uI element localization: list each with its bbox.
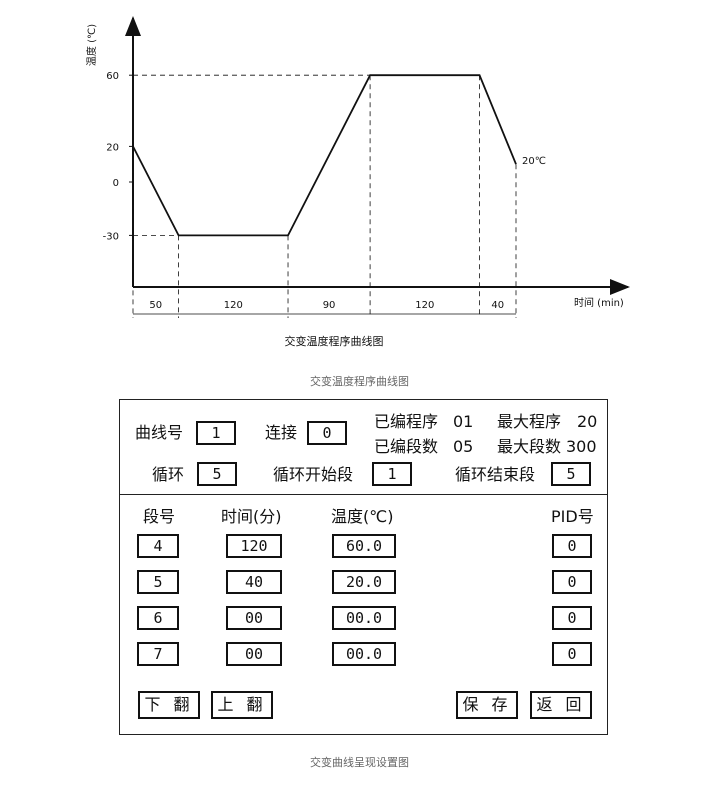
col-header-pid: PID号 xyxy=(551,507,594,526)
cycle-start-field[interactable]: 1 xyxy=(372,462,412,486)
segment-duration-label: 90 xyxy=(323,300,336,311)
back-button[interactable]: 返 回 xyxy=(530,691,592,719)
section-divider xyxy=(120,494,607,495)
row-pid-field[interactable]: 0 xyxy=(552,606,592,630)
segment-duration-label: 40 xyxy=(491,300,504,311)
curve-number-label: 曲线号 xyxy=(135,423,184,442)
segment-duration-label: 120 xyxy=(415,300,434,311)
max-segments-value: 300 xyxy=(566,437,597,456)
y-tick-label: 0 xyxy=(113,178,119,189)
max-segments-label: 最大段数 xyxy=(497,437,562,456)
y-tick-label: 20 xyxy=(106,142,119,153)
panel-caption: 交变曲线呈现设置图 xyxy=(310,756,409,769)
link-field[interactable]: 0 xyxy=(307,421,347,445)
row-time-field[interactable]: 00 xyxy=(226,606,282,630)
y-tick-label: -30 xyxy=(103,231,119,242)
segment-duration-label: 50 xyxy=(149,300,162,311)
programmed-segments-value: 05 xyxy=(453,437,474,456)
link-label: 连接 xyxy=(265,423,298,442)
save-button[interactable]: 保 存 xyxy=(456,691,518,719)
row-segment-field[interactable]: 7 xyxy=(137,642,179,666)
col-header-segment: 段号 xyxy=(143,507,176,526)
segment-duration-label: 120 xyxy=(224,300,243,311)
chart-title: 交变温度程序曲线图 xyxy=(285,334,384,348)
row-pid-field[interactable]: 0 xyxy=(552,642,592,666)
row-temperature-field[interactable]: 00.0 xyxy=(332,642,396,666)
curve-number-field[interactable]: 1 xyxy=(196,421,236,445)
cycle-end-label: 循环结束段 xyxy=(455,465,536,484)
row-temperature-field[interactable]: 20.0 xyxy=(332,570,396,594)
row-time-field[interactable]: 00 xyxy=(226,642,282,666)
row-temperature-field[interactable]: 00.0 xyxy=(332,606,396,630)
programmed-segments-label: 已编段数 xyxy=(374,437,439,456)
cycle-end-field[interactable]: 5 xyxy=(551,462,591,486)
row-pid-field[interactable]: 0 xyxy=(552,534,592,558)
col-header-time: 时间(分) xyxy=(221,507,282,526)
max-program-label: 最大程序 xyxy=(497,412,562,431)
page-up-button[interactable]: 上 翻 xyxy=(211,691,273,719)
row-time-field[interactable]: 120 xyxy=(226,534,282,558)
max-program-value: 20 xyxy=(577,412,598,431)
cycle-start-label: 循环开始段 xyxy=(273,465,354,484)
page-down-button[interactable]: 下 翻 xyxy=(138,691,200,719)
curve-settings-panel: 曲线号 1 连接 0 已编程序 01 最大程序 20 已编段数 05 最大段数 … xyxy=(119,399,608,735)
end-temperature-annotation: 20℃ xyxy=(522,156,546,167)
row-segment-field[interactable]: 4 xyxy=(137,534,179,558)
row-segment-field[interactable]: 5 xyxy=(137,570,179,594)
programmed-count-label: 已编程序 xyxy=(374,412,439,431)
row-temperature-field[interactable]: 60.0 xyxy=(332,534,396,558)
cycle-label: 循环 xyxy=(152,465,185,484)
cycle-field[interactable]: 5 xyxy=(197,462,237,486)
y-tick-label: 60 xyxy=(106,71,119,82)
row-pid-field[interactable]: 0 xyxy=(552,570,592,594)
temperature-program-chart: 60 20 0 -30 50 120 90 120 40 温度 (℃) 时间 (min) 20℃… xyxy=(85,16,630,348)
col-header-temperature: 温度(℃) xyxy=(331,507,394,526)
programmed-count-value: 01 xyxy=(453,412,474,431)
x-axis-label: 时间 (min) xyxy=(574,296,624,309)
row-segment-field[interactable]: 6 xyxy=(137,606,179,630)
y-axis-label: 温度 (℃) xyxy=(85,24,98,66)
chart-caption: 交变温度程序曲线图 xyxy=(310,375,409,388)
temperature-curve xyxy=(132,74,517,237)
row-time-field[interactable]: 40 xyxy=(226,570,282,594)
